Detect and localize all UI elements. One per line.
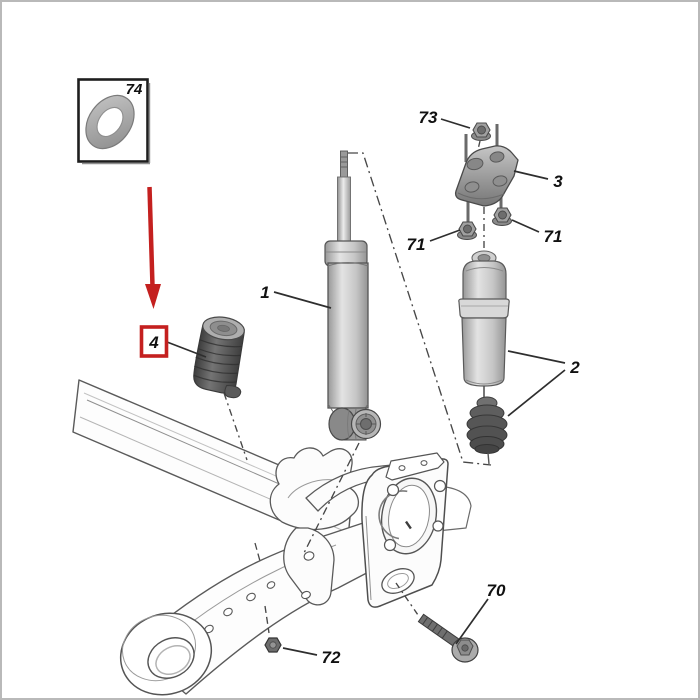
bracket-hole <box>386 483 400 497</box>
axis-line-bolt70 <box>395 582 419 616</box>
callout-2-label: 2 <box>569 358 580 377</box>
callout-73-label: 73 <box>419 108 438 127</box>
bracket-hole <box>433 479 447 493</box>
callout-70-label: 70 <box>487 581 506 600</box>
bracket-lower-slot <box>381 568 415 594</box>
washer-74-box <box>77 78 151 165</box>
leader-71-right <box>511 219 540 233</box>
highlight-annotations <box>139 186 169 358</box>
arm-hole <box>246 592 256 602</box>
callout-4-label: 4 <box>148 333 159 352</box>
bracket-center-opening <box>378 477 438 555</box>
dust-cover-upper <box>462 260 507 301</box>
leader-2-upper <box>507 350 566 364</box>
arm-hole <box>223 607 233 617</box>
mount-stud <box>466 198 470 228</box>
axis-line-bumpstop4 <box>223 392 248 461</box>
leader-4 <box>166 341 207 358</box>
arm-hole <box>266 581 276 589</box>
bracket-hole <box>432 520 444 532</box>
dust-cover-collar <box>458 298 510 319</box>
bolt-70 <box>417 613 479 663</box>
red-arrow-head <box>145 284 161 309</box>
bracket-hole <box>383 538 397 552</box>
leader-1 <box>273 291 332 309</box>
leader-70 <box>455 598 489 645</box>
axis-line-shock-to-assembly <box>348 152 492 466</box>
mount-stud <box>499 194 503 216</box>
shock-mount-bracket <box>361 452 449 608</box>
bump-stop-rubber <box>466 396 508 465</box>
shock-body <box>327 262 369 409</box>
bump-stop-cup <box>193 316 245 399</box>
nut-71-right <box>492 207 512 226</box>
rear-axle-assembly <box>72 379 472 696</box>
nut-71-left <box>457 221 477 240</box>
red-highlight-box <box>139 325 169 358</box>
mount-stud <box>495 124 499 154</box>
top-mount-assembly <box>454 122 519 240</box>
leader-71-left <box>429 229 461 242</box>
bracket-top-tab <box>385 452 445 481</box>
red-arrow-shaft <box>147 186 155 287</box>
bump-stop-cup-foot <box>224 385 242 399</box>
axis-line-nut72-lower <box>264 605 270 634</box>
mount-stud <box>464 134 468 162</box>
shock-threaded-tip <box>340 150 348 180</box>
callout-71-right-label: 71 <box>544 227 563 246</box>
axis-line-eyelet-to-bracket <box>303 442 360 554</box>
washer <box>85 94 135 150</box>
leader-lines <box>166 118 566 656</box>
arm-bushing-eye <box>119 612 213 696</box>
callout-1-label: 1 <box>260 283 269 302</box>
shock-absorber <box>324 150 382 441</box>
axis-lines <box>223 140 492 634</box>
dust-cover-kit <box>458 250 510 465</box>
callout-labels: 74 73 3 71 71 1 2 4 70 72 <box>126 81 581 667</box>
bump-stop-seat <box>269 447 359 606</box>
nut-73 <box>471 122 491 141</box>
nut-72 <box>264 637 282 653</box>
leader-73 <box>440 118 471 129</box>
shock-eyelet-bushing <box>328 407 382 441</box>
callout-72-label: 72 <box>322 648 341 667</box>
callout-3-label: 3 <box>553 172 563 191</box>
shock-piston-rod <box>337 176 351 248</box>
leader-72 <box>282 647 318 656</box>
leader-2-lower <box>507 369 566 417</box>
leader-3 <box>513 170 549 180</box>
callout-74-label: 74 <box>126 81 143 98</box>
dust-cover-lower <box>461 317 507 387</box>
callout-71-left-label: 71 <box>407 235 426 254</box>
